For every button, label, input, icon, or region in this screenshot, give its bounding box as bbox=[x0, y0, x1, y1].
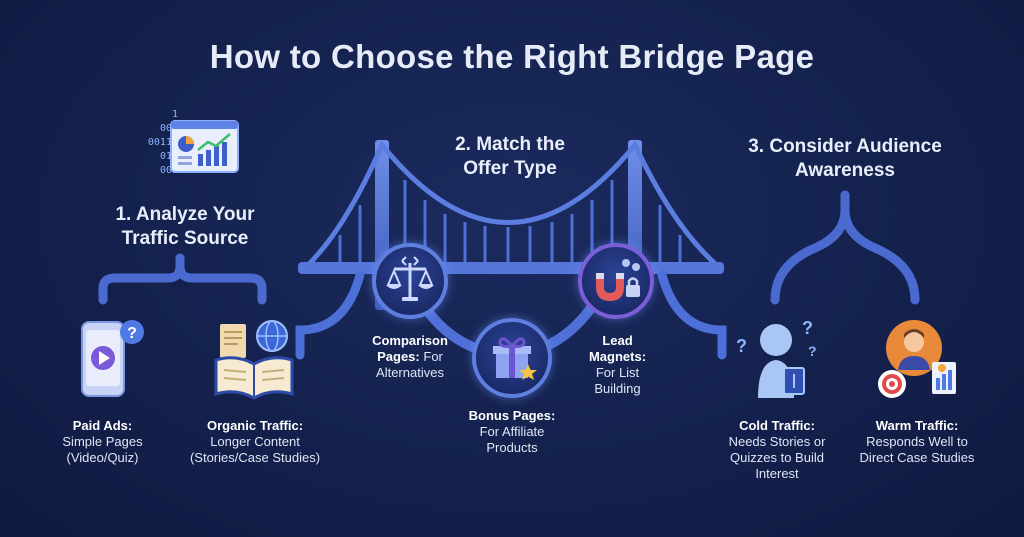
binary-line: 1 bbox=[171, 109, 178, 120]
page-title: How to Choose the Right Bridge Page bbox=[209, 38, 815, 75]
lead-magnet-caption: Lead Magnets: For List Building bbox=[580, 333, 655, 397]
lead-magnet-text: For List Building bbox=[594, 365, 641, 396]
organic-traffic-caption: Organic Traffic: Longer Content (Stories… bbox=[180, 418, 330, 466]
open-book-globe-icon bbox=[214, 320, 294, 400]
bonus-circle bbox=[472, 318, 552, 398]
comparison-caption: Comparison Pages: For Alternatives bbox=[360, 333, 460, 381]
bonus-caption: Bonus Pages: For Affiliate Products bbox=[458, 408, 566, 456]
binary-stream: 1 001 00110 010 001 bbox=[118, 108, 178, 178]
binary-line: 00110 bbox=[147, 137, 178, 148]
bonus-label: Bonus Pages: bbox=[468, 408, 556, 423]
confused-person-icon: ? ? ? bbox=[736, 318, 817, 398]
organic-traffic-label: Organic Traffic: bbox=[206, 418, 304, 433]
comparison-label: Comparison Pages: bbox=[372, 333, 448, 364]
bridge-arch-right bbox=[657, 270, 727, 360]
comparison-circle bbox=[372, 243, 448, 319]
binary-line: 010 bbox=[159, 151, 178, 162]
phone-video-icon: ? bbox=[81, 320, 144, 397]
person-target-icon bbox=[878, 320, 956, 398]
analytics-dashboard-icon bbox=[170, 120, 239, 173]
organic-traffic-text: Longer Content (Stories/Case Studies) bbox=[189, 434, 321, 465]
warm-traffic-text: Responds Well to Direct Case Studies bbox=[859, 434, 975, 465]
comparison-text: For Alternatives bbox=[376, 349, 444, 380]
binary-line: 001 bbox=[159, 165, 178, 176]
gift-box-icon bbox=[493, 337, 537, 380]
svg-text:?: ? bbox=[736, 336, 747, 356]
lead-magnet-label: Lead Magnets: bbox=[588, 333, 647, 364]
svg-text:?: ? bbox=[802, 318, 813, 338]
paid-ads-text: Simple Pages (Video/Quiz) bbox=[62, 434, 143, 465]
paid-ads-label: Paid Ads: bbox=[72, 418, 133, 433]
bridge-cable bbox=[303, 140, 722, 270]
step-1-heading: 1. Analyze Your Traffic Source bbox=[115, 204, 255, 249]
bonus-text: For Affiliate Products bbox=[479, 424, 545, 455]
left-brace bbox=[98, 253, 267, 305]
cold-traffic-caption: Cold Traffic: Needs Stories or Quizzes t… bbox=[716, 418, 838, 482]
scales-icon bbox=[386, 256, 434, 301]
step-2-heading: 2. Match the Offer Type bbox=[455, 134, 565, 179]
svg-text:?: ? bbox=[127, 325, 137, 342]
magnet-lock-icon bbox=[596, 259, 640, 301]
binary-line: 001 bbox=[159, 123, 178, 134]
warm-traffic-label: Warm Traffic: bbox=[875, 418, 959, 433]
cold-traffic-text: Needs Stories or Quizzes to Build Intere… bbox=[728, 434, 826, 481]
cold-traffic-label: Cold Traffic: bbox=[739, 418, 815, 433]
paid-ads-caption: Paid Ads: Simple Pages (Video/Quiz) bbox=[40, 418, 165, 466]
warm-traffic-caption: Warm Traffic: Responds Well to Direct Ca… bbox=[852, 418, 982, 466]
bridge-arch-left bbox=[295, 270, 365, 360]
bridge-hangers bbox=[338, 180, 682, 268]
step-3-heading: 3. Consider Audience Awareness bbox=[748, 136, 942, 181]
lead-magnet-circle bbox=[578, 243, 654, 319]
svg-text:?: ? bbox=[808, 343, 817, 359]
audience-arch bbox=[770, 190, 850, 305]
